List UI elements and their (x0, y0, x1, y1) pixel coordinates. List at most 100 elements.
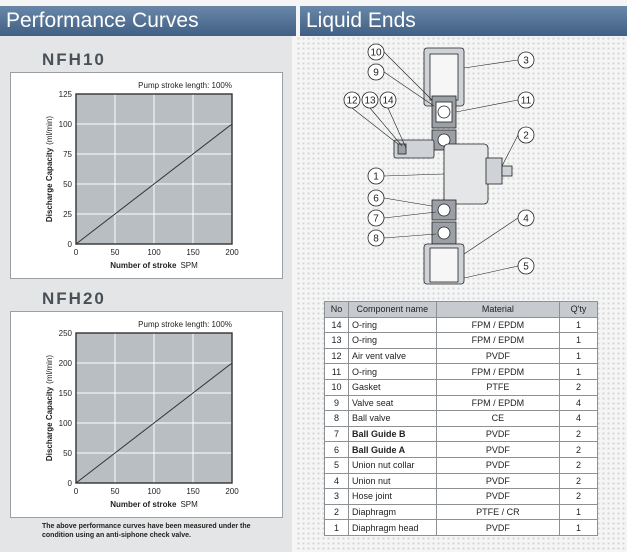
cell-material: CE (435, 410, 561, 427)
callout-11: 11 (521, 96, 532, 107)
cell-qty: 4 (559, 394, 598, 412)
cell-material: FPM / EPDM (435, 316, 561, 334)
cell-no: 8 (324, 410, 349, 427)
cell-material: PVDF (435, 456, 561, 474)
cell-no: 5 (324, 456, 349, 474)
cell-component-name: Ball Guide B (347, 425, 437, 443)
cell-component-name: O-ring (347, 316, 437, 334)
y-tick-label: 0 (68, 479, 73, 488)
cell-material: FPM / EPDM (435, 394, 561, 412)
liquid-ends-heading: Liquid Ends (300, 6, 627, 36)
cell-component-name: Ball valve (347, 410, 437, 427)
header-no: No (324, 301, 349, 318)
cell-qty: 2 (559, 378, 598, 396)
cell-component-name: O-ring (347, 332, 437, 349)
callout-10: 10 (370, 48, 382, 59)
cell-component-name: Hose joint (347, 488, 437, 505)
x-tick-label: 50 (111, 487, 120, 496)
y-tick-label: 25 (63, 210, 72, 219)
cell-no: 7 (324, 425, 349, 443)
x-tick-label: 0 (74, 248, 79, 257)
y-tick-label: 100 (59, 120, 73, 129)
cell-component-name: Union nut (347, 472, 437, 490)
y-tick-label: 50 (63, 180, 72, 189)
callout-13: 13 (364, 96, 376, 107)
y-axis-title: Discharge Capacity (45, 147, 54, 222)
performance-curves-heading: Performance Curves (0, 6, 296, 36)
y-tick-label: 75 (63, 150, 72, 159)
x-tick-label: 150 (186, 248, 200, 257)
cell-material: PVDF (435, 347, 561, 365)
cell-component-name: O-ring (347, 363, 437, 380)
cell-qty: 2 (559, 425, 598, 443)
y-tick-label: 125 (59, 90, 73, 99)
model-title-nfh20: NFH20 (42, 289, 106, 308)
cell-material: PTFE / CR (435, 503, 561, 521)
y-tick-label: 250 (59, 329, 73, 338)
cell-material: PVDF (435, 472, 561, 490)
cell-component-name: Diaphragm (347, 503, 437, 521)
cell-no: 4 (324, 472, 349, 490)
cell-component-name: Gasket (347, 378, 437, 396)
cell-component-name: Ball Guide A (347, 441, 437, 458)
chart-title: Pump stroke length: 100% (138, 320, 232, 329)
cell-component-name: Valve seat (347, 394, 437, 412)
y-axis-unit: (ml/min) (45, 116, 54, 145)
cell-no: 3 (324, 488, 349, 505)
cell-qty: 1 (559, 347, 598, 365)
header-qty: Q'ty (559, 301, 598, 318)
y-tick-label: 0 (68, 240, 73, 249)
x-tick-label: 0 (74, 487, 79, 496)
callout-3: 3 (523, 56, 529, 67)
cell-material: FPM / EPDM (435, 363, 561, 380)
callout-8: 8 (373, 234, 379, 245)
x-tick-label: 200 (225, 248, 239, 257)
cell-component-name: Diaphragm head (347, 519, 437, 536)
cell-qty: 1 (559, 363, 598, 380)
x-tick-label: 100 (147, 487, 161, 496)
cell-qty: 2 (559, 456, 598, 474)
cell-no: 9 (324, 394, 349, 412)
model-title-nfh10: NFH10 (42, 50, 106, 69)
callout-12: 12 (346, 96, 358, 107)
cell-material: PTFE (435, 378, 561, 396)
callout-5: 5 (523, 262, 529, 273)
cell-qty: 4 (559, 410, 598, 427)
y-axis-unit: (ml/min) (45, 355, 54, 384)
callout-7: 7 (373, 214, 379, 225)
cell-material: PVDF (435, 425, 561, 443)
measurement-note: The above performance curves have been m… (42, 523, 251, 539)
header-component-name: Component name (347, 301, 437, 318)
table-header-row: No Component name Material Q'ty (324, 301, 598, 318)
callout-4: 4 (523, 214, 529, 225)
cell-qty: 1 (559, 332, 598, 349)
callout-9: 9 (373, 68, 379, 79)
x-axis-unit: SPM (180, 500, 198, 509)
cell-no: 14 (324, 316, 349, 334)
callout-2: 2 (523, 131, 529, 142)
cell-component-name: Union nut collar (347, 456, 437, 474)
x-tick-label: 200 (225, 487, 239, 496)
cell-qty: 2 (559, 488, 598, 505)
x-tick-label: 150 (186, 487, 200, 496)
cell-qty: 1 (559, 519, 598, 536)
y-tick-label: 150 (59, 389, 73, 398)
x-axis-title: Number of stroke (110, 261, 177, 270)
cell-material: FPM / EPDM (435, 332, 561, 349)
cell-qty: 1 (559, 316, 598, 334)
cell-no: 13 (324, 332, 349, 349)
